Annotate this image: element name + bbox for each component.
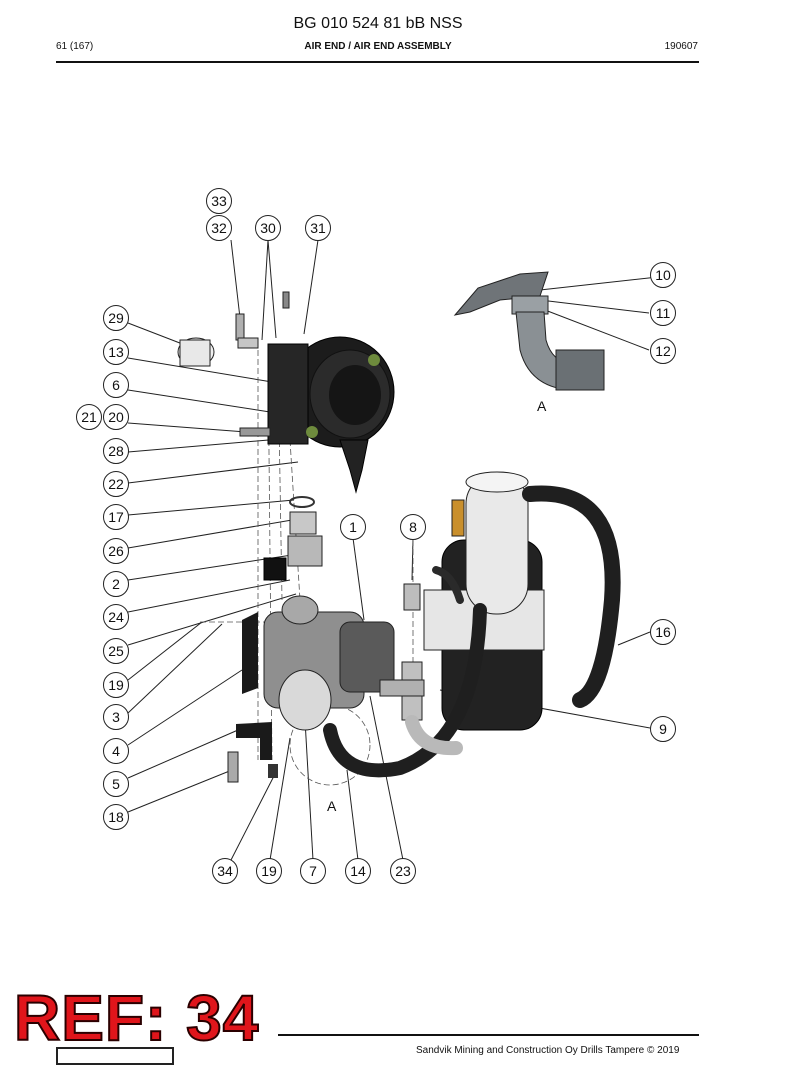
callout-12: 12 (650, 338, 676, 364)
detail-view-a (453, 271, 605, 391)
brand-logo (56, 1047, 174, 1065)
callout-21: 21 (76, 404, 102, 430)
callout-3: 3 (103, 704, 129, 730)
callout-22: 22 (103, 471, 129, 497)
callout-23: 23 (390, 858, 416, 884)
date-code: 190607 (664, 41, 698, 52)
callout-25: 25 (103, 638, 129, 664)
callout-4: 4 (103, 738, 129, 764)
callout-2: 2 (103, 571, 129, 597)
section-marker-label: A (327, 798, 337, 814)
callout-7: 7 (300, 858, 326, 884)
callout-34: 34 (212, 858, 238, 884)
callout-19-bottom: 19 (256, 858, 282, 884)
callout-8: 8 (400, 514, 426, 540)
section-title: AIR END / AIR END ASSEMBLY (304, 41, 452, 52)
callout-17: 17 (103, 504, 129, 530)
footer-copyright: Sandvik Mining and Construction Oy Drill… (416, 1045, 680, 1056)
callout-6: 6 (103, 372, 129, 398)
document-title: BG 010 524 81 bB NSS (293, 15, 463, 32)
page-number: 61 (167) (56, 41, 94, 52)
callout-32: 32 (206, 215, 232, 241)
callout-9: 9 (650, 716, 676, 742)
callout-18: 18 (103, 804, 129, 830)
air-end-housing (267, 336, 395, 494)
callout-1: 1 (340, 514, 366, 540)
callout-26: 26 (103, 538, 129, 564)
callout-16: 16 (650, 619, 676, 645)
callout-31: 31 (305, 215, 331, 241)
callout-33: 33 (206, 188, 232, 214)
callout-11: 11 (650, 300, 676, 326)
callout-14: 14 (345, 858, 371, 884)
callout-30: 30 (255, 215, 281, 241)
footer-rule (278, 1034, 699, 1036)
detail-view-label: A (537, 398, 547, 414)
callout-19: 19 (103, 672, 129, 698)
callout-28: 28 (103, 438, 129, 464)
compressor-body (227, 595, 395, 783)
callout-10: 10 (650, 262, 676, 288)
callout-13: 13 (103, 339, 129, 365)
separator-tank (379, 471, 545, 731)
header-rule (56, 61, 699, 63)
reference-stamp: REF: 34 (13, 982, 260, 1054)
callout-5: 5 (103, 771, 129, 797)
callout-24: 24 (103, 604, 129, 630)
callout-29: 29 (103, 305, 129, 331)
callout-20: 20 (103, 404, 129, 430)
